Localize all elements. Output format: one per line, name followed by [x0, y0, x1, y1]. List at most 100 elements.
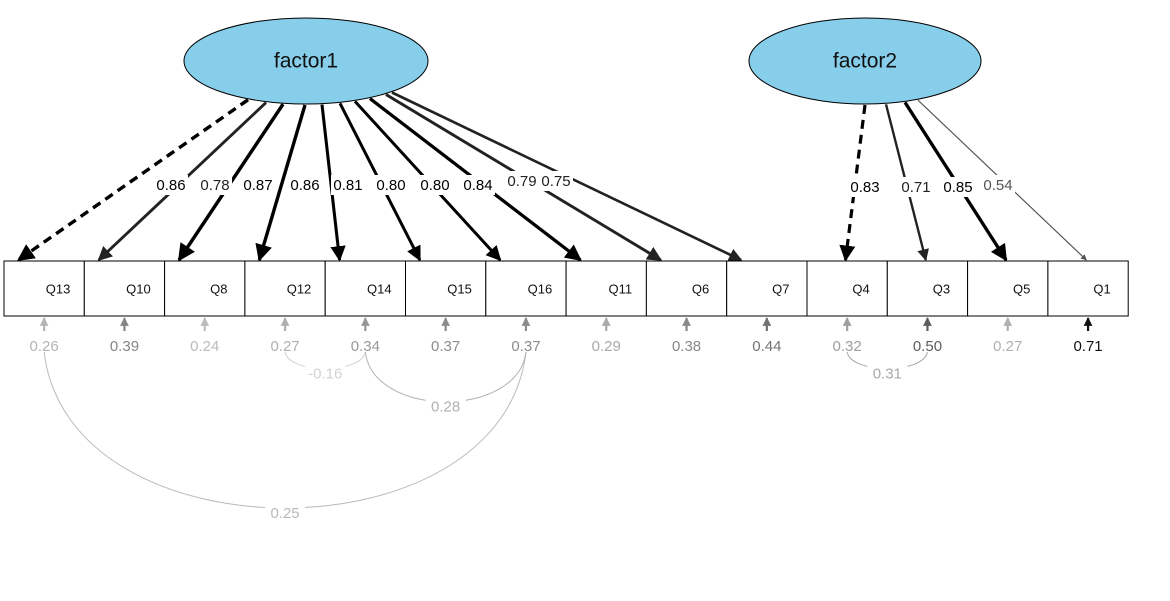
loading-label-bg [848, 177, 882, 197]
indicator-node-q13: Q13 [3, 260, 85, 317]
indicator-node-q4: Q4 [806, 260, 888, 317]
residual-layer: 0.26 0.39 0.24 0.27 0.34 0.37 0.37 0.29 0.38 0.44… [30, 317, 1103, 355]
factor-label: factor1 [274, 50, 338, 73]
indicator-box [1047, 260, 1129, 317]
indicator-label: Q5 [1013, 282, 1030, 297]
loading-label: 0.86 [156, 177, 185, 194]
loading-label-bg [374, 175, 408, 195]
covariance-label: 0.25 [270, 505, 299, 522]
indicator-label: Q8 [210, 282, 227, 297]
loading-label: 0.79 [507, 173, 536, 190]
loading-label: 0.87 [243, 177, 272, 194]
residual-label: 0.27 [993, 338, 1022, 355]
indicator-node-q1: Q1 [1047, 260, 1129, 317]
indicator-box [244, 260, 326, 317]
indicator-box [806, 260, 888, 317]
loading-label-layer: 0.86 0.78 0.87 0.86 0.81 0.80 0.80 0.84 0.79 0.75… [154, 171, 1015, 197]
covariance-label-bg [305, 363, 346, 384]
loading-label-bg [899, 177, 933, 197]
indicator-node-q3: Q3 [886, 260, 969, 317]
loading-label-bg [941, 177, 975, 197]
covariance-label: 0.31 [873, 366, 902, 383]
indicator-box [645, 260, 728, 317]
loading-label-bg [331, 175, 365, 195]
residual-label: 0.34 [351, 338, 380, 355]
residual-label: 0.26 [30, 338, 59, 355]
residual-label: 0.24 [190, 338, 219, 355]
loading-arrow-factor1-q14 [320, 104, 346, 262]
indicator-box [726, 260, 808, 317]
residual-label: 0.39 [110, 338, 139, 355]
indicator-node-q6: Q6 [645, 260, 728, 317]
covariance-label: -0.16 [308, 366, 342, 383]
loading-label-bg [461, 175, 495, 195]
loading-label-bg [981, 175, 1015, 195]
loading-arrow-factor1-q13 [16, 98, 249, 262]
indicator-box [164, 260, 246, 317]
loading-label: 0.81 [333, 177, 362, 194]
loading-label: 0.83 [850, 179, 879, 196]
covariance-label: 0.28 [431, 399, 460, 416]
factor-ellipse [748, 17, 982, 105]
loading-label: 0.85 [943, 179, 972, 196]
indicator-label: Q15 [447, 282, 472, 297]
indicator-node-q8: Q8 [164, 260, 246, 317]
indicator-label: Q16 [528, 282, 553, 297]
loading-label: 0.80 [376, 177, 405, 194]
indicator-box [485, 260, 567, 317]
indicator-node-q12: Q12 [244, 260, 326, 317]
indicator-label: Q3 [933, 282, 950, 297]
loading-label-bg [418, 175, 452, 195]
indicator-label: Q12 [287, 282, 312, 297]
loading-label: 0.75 [541, 173, 570, 190]
loading-label: 0.54 [983, 177, 1012, 194]
covariance-label-bg [265, 503, 306, 523]
loading-label: 0.78 [200, 177, 229, 194]
indicator-box [405, 260, 487, 317]
factor-ellipse [183, 17, 429, 105]
indicator-label: Q7 [772, 282, 789, 297]
residual-label: 0.37 [431, 338, 460, 355]
loading-label-bg [241, 175, 275, 195]
loading-label-bg [288, 175, 322, 195]
loading-label-bg [505, 171, 539, 191]
covariance-layer: 0.25 -0.16 0.28 0.31 [43, 351, 928, 523]
loading-label-bg [198, 175, 232, 195]
indicator-box [886, 260, 969, 317]
loading-label-bg [154, 175, 188, 195]
indicator-label: Q6 [692, 282, 709, 297]
indicator-node-q10: Q10 [83, 260, 166, 317]
loading-label: 0.71 [901, 179, 930, 196]
indicator-node-q16: Q16 [485, 260, 567, 317]
indicator-box [967, 260, 1049, 317]
residual-label: 0.32 [833, 338, 862, 355]
indicator-label: Q4 [852, 282, 869, 297]
indicator-node-q14: Q14 [324, 260, 407, 317]
indicator-box [83, 260, 166, 317]
residual-label: 0.29 [592, 338, 621, 355]
loading-label: 0.86 [290, 177, 319, 194]
loading-label: 0.84 [463, 177, 492, 194]
residual-label: 0.38 [672, 338, 701, 355]
residual-label: 0.27 [270, 338, 299, 355]
indicator-node-q11: Q11 [565, 260, 647, 317]
loading-arrow-factor1-q12 [255, 104, 307, 262]
indicator-node-q15: Q15 [405, 260, 487, 317]
covariance-curve-q14-q16 [364, 351, 527, 403]
residual-label: 0.71 [1073, 338, 1102, 355]
loading-label: 0.80 [420, 177, 449, 194]
indicator-node-q5: Q5 [967, 260, 1049, 317]
indicator-label: Q13 [46, 282, 71, 297]
residual-label: 0.44 [752, 338, 781, 355]
indicator-label: Q11 [608, 282, 632, 297]
covariance-label-bg [425, 396, 466, 417]
indicator-label: Q10 [126, 282, 151, 297]
factor-node-factor1: factor1 [183, 17, 429, 105]
covariance-curve-q13-q16 [43, 351, 527, 509]
residual-label: 0.50 [913, 338, 942, 355]
indicator-label: Q14 [367, 282, 392, 297]
residual-label: 0.37 [511, 338, 540, 355]
indicator-layer: Q13 Q10 Q8 Q12 Q14 Q15 Q16 Q11 Q6 Q7 Q4 Q3 Q5 Q1 [3, 260, 1129, 317]
indicator-node-q7: Q7 [726, 260, 808, 317]
